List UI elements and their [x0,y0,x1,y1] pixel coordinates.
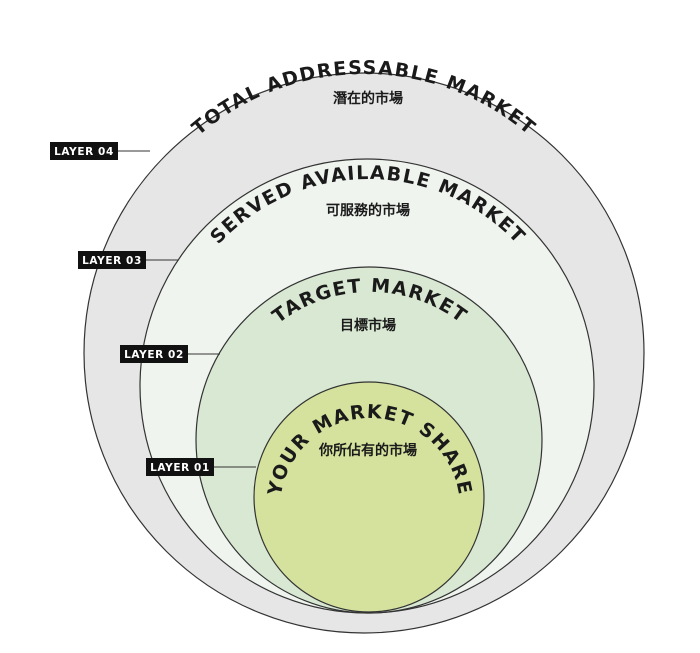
svg-text:LAYER 01: LAYER 01 [150,462,210,474]
layer-03-subtitle: 可服務的市場 [326,202,410,219]
svg-text:LAYER 02: LAYER 02 [124,349,184,361]
layer-04-tag: LAYER 04 [50,142,118,160]
layer-01-circle [253,381,485,613]
svg-text:LAYER 03: LAYER 03 [82,255,142,267]
layer-02-subtitle: 目標市場 [340,317,396,334]
layer-01-subtitle: 你所佔有的市場 [318,442,417,459]
layer-02-tag: LAYER 02 [120,345,188,363]
layer-03-tag: LAYER 03 [78,251,146,269]
svg-text:LAYER 04: LAYER 04 [54,146,114,158]
layer-01-tag: LAYER 01 [146,458,214,476]
layer-04-subtitle: 潛在的市場 [333,90,403,107]
